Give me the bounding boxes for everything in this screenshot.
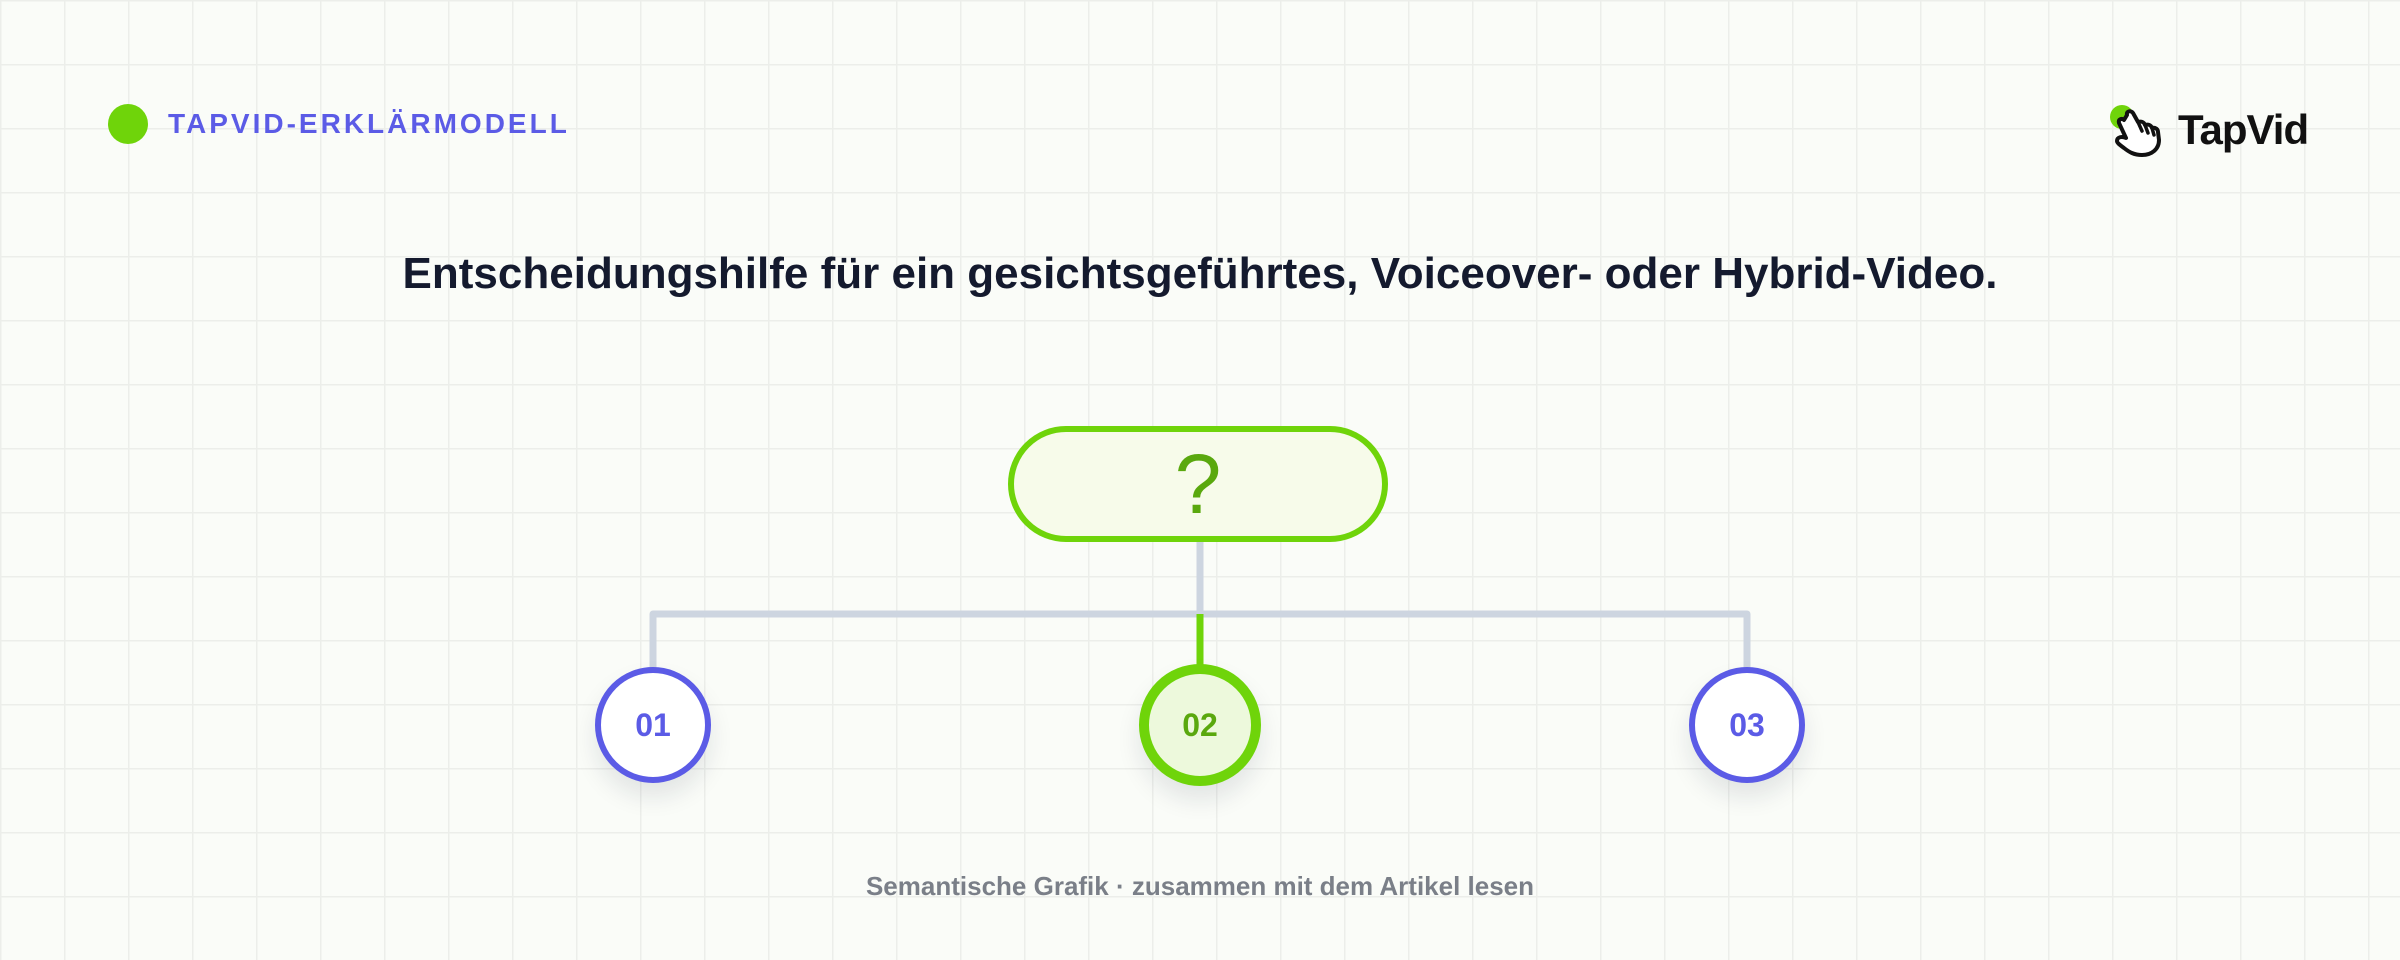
tapvid-logo[interactable]: TapVid [2104, 100, 2309, 160]
option-node-03[interactable]: 03 [1689, 667, 1805, 783]
logo-wordmark: TapVid [2178, 106, 2309, 153]
footer-caption: Semantische Grafik · zusammen mit dem Ar… [865, 871, 1535, 901]
option-label-01: 01 [635, 706, 671, 743]
question-mark-icon: ? [1174, 437, 1222, 531]
decision-root-node: ? [1008, 426, 1388, 542]
option-node-01[interactable]: 01 [595, 667, 711, 783]
tap-hand-icon [2104, 100, 2174, 160]
option-label-02: 02 [1182, 706, 1218, 743]
connector-branch-01 [649, 542, 1204, 672]
option-node-02[interactable]: 02 [1139, 664, 1261, 786]
option-label-03: 03 [1729, 706, 1765, 743]
connector-branch-03 [1200, 610, 1751, 672]
page-title: Entscheidungshilfe für ein gesichtsgefüh… [402, 249, 1998, 298]
brand-dot [108, 104, 148, 144]
eyebrow-label: TAPVID-ERKLÄRMODELL [168, 108, 570, 139]
